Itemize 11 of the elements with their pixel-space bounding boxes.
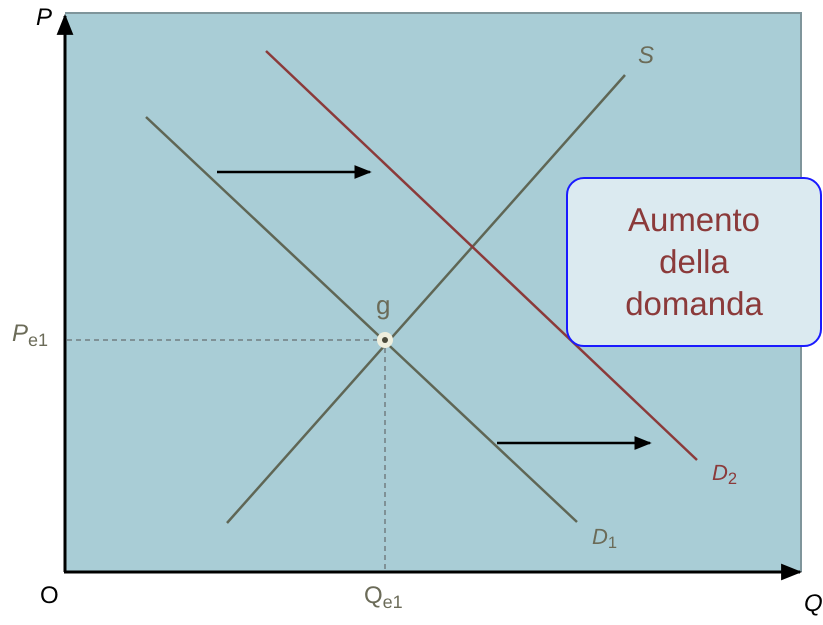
callout-text: Aumento della domanda [624, 200, 764, 324]
axis-value-label: Q$_{e1}$ [364, 584, 403, 608]
axis-label: Q [804, 592, 823, 616]
point-label: g [376, 292, 390, 318]
curve-label: D$_{2}$ [712, 462, 738, 484]
origin-label: O [40, 584, 59, 608]
axis-value-label: P$_{e1}$ [12, 322, 48, 346]
curve-label: S [638, 44, 654, 68]
curve-label: D$_{1}$ [592, 526, 618, 548]
callout-box [566, 177, 822, 347]
axis-label: P [36, 6, 52, 30]
